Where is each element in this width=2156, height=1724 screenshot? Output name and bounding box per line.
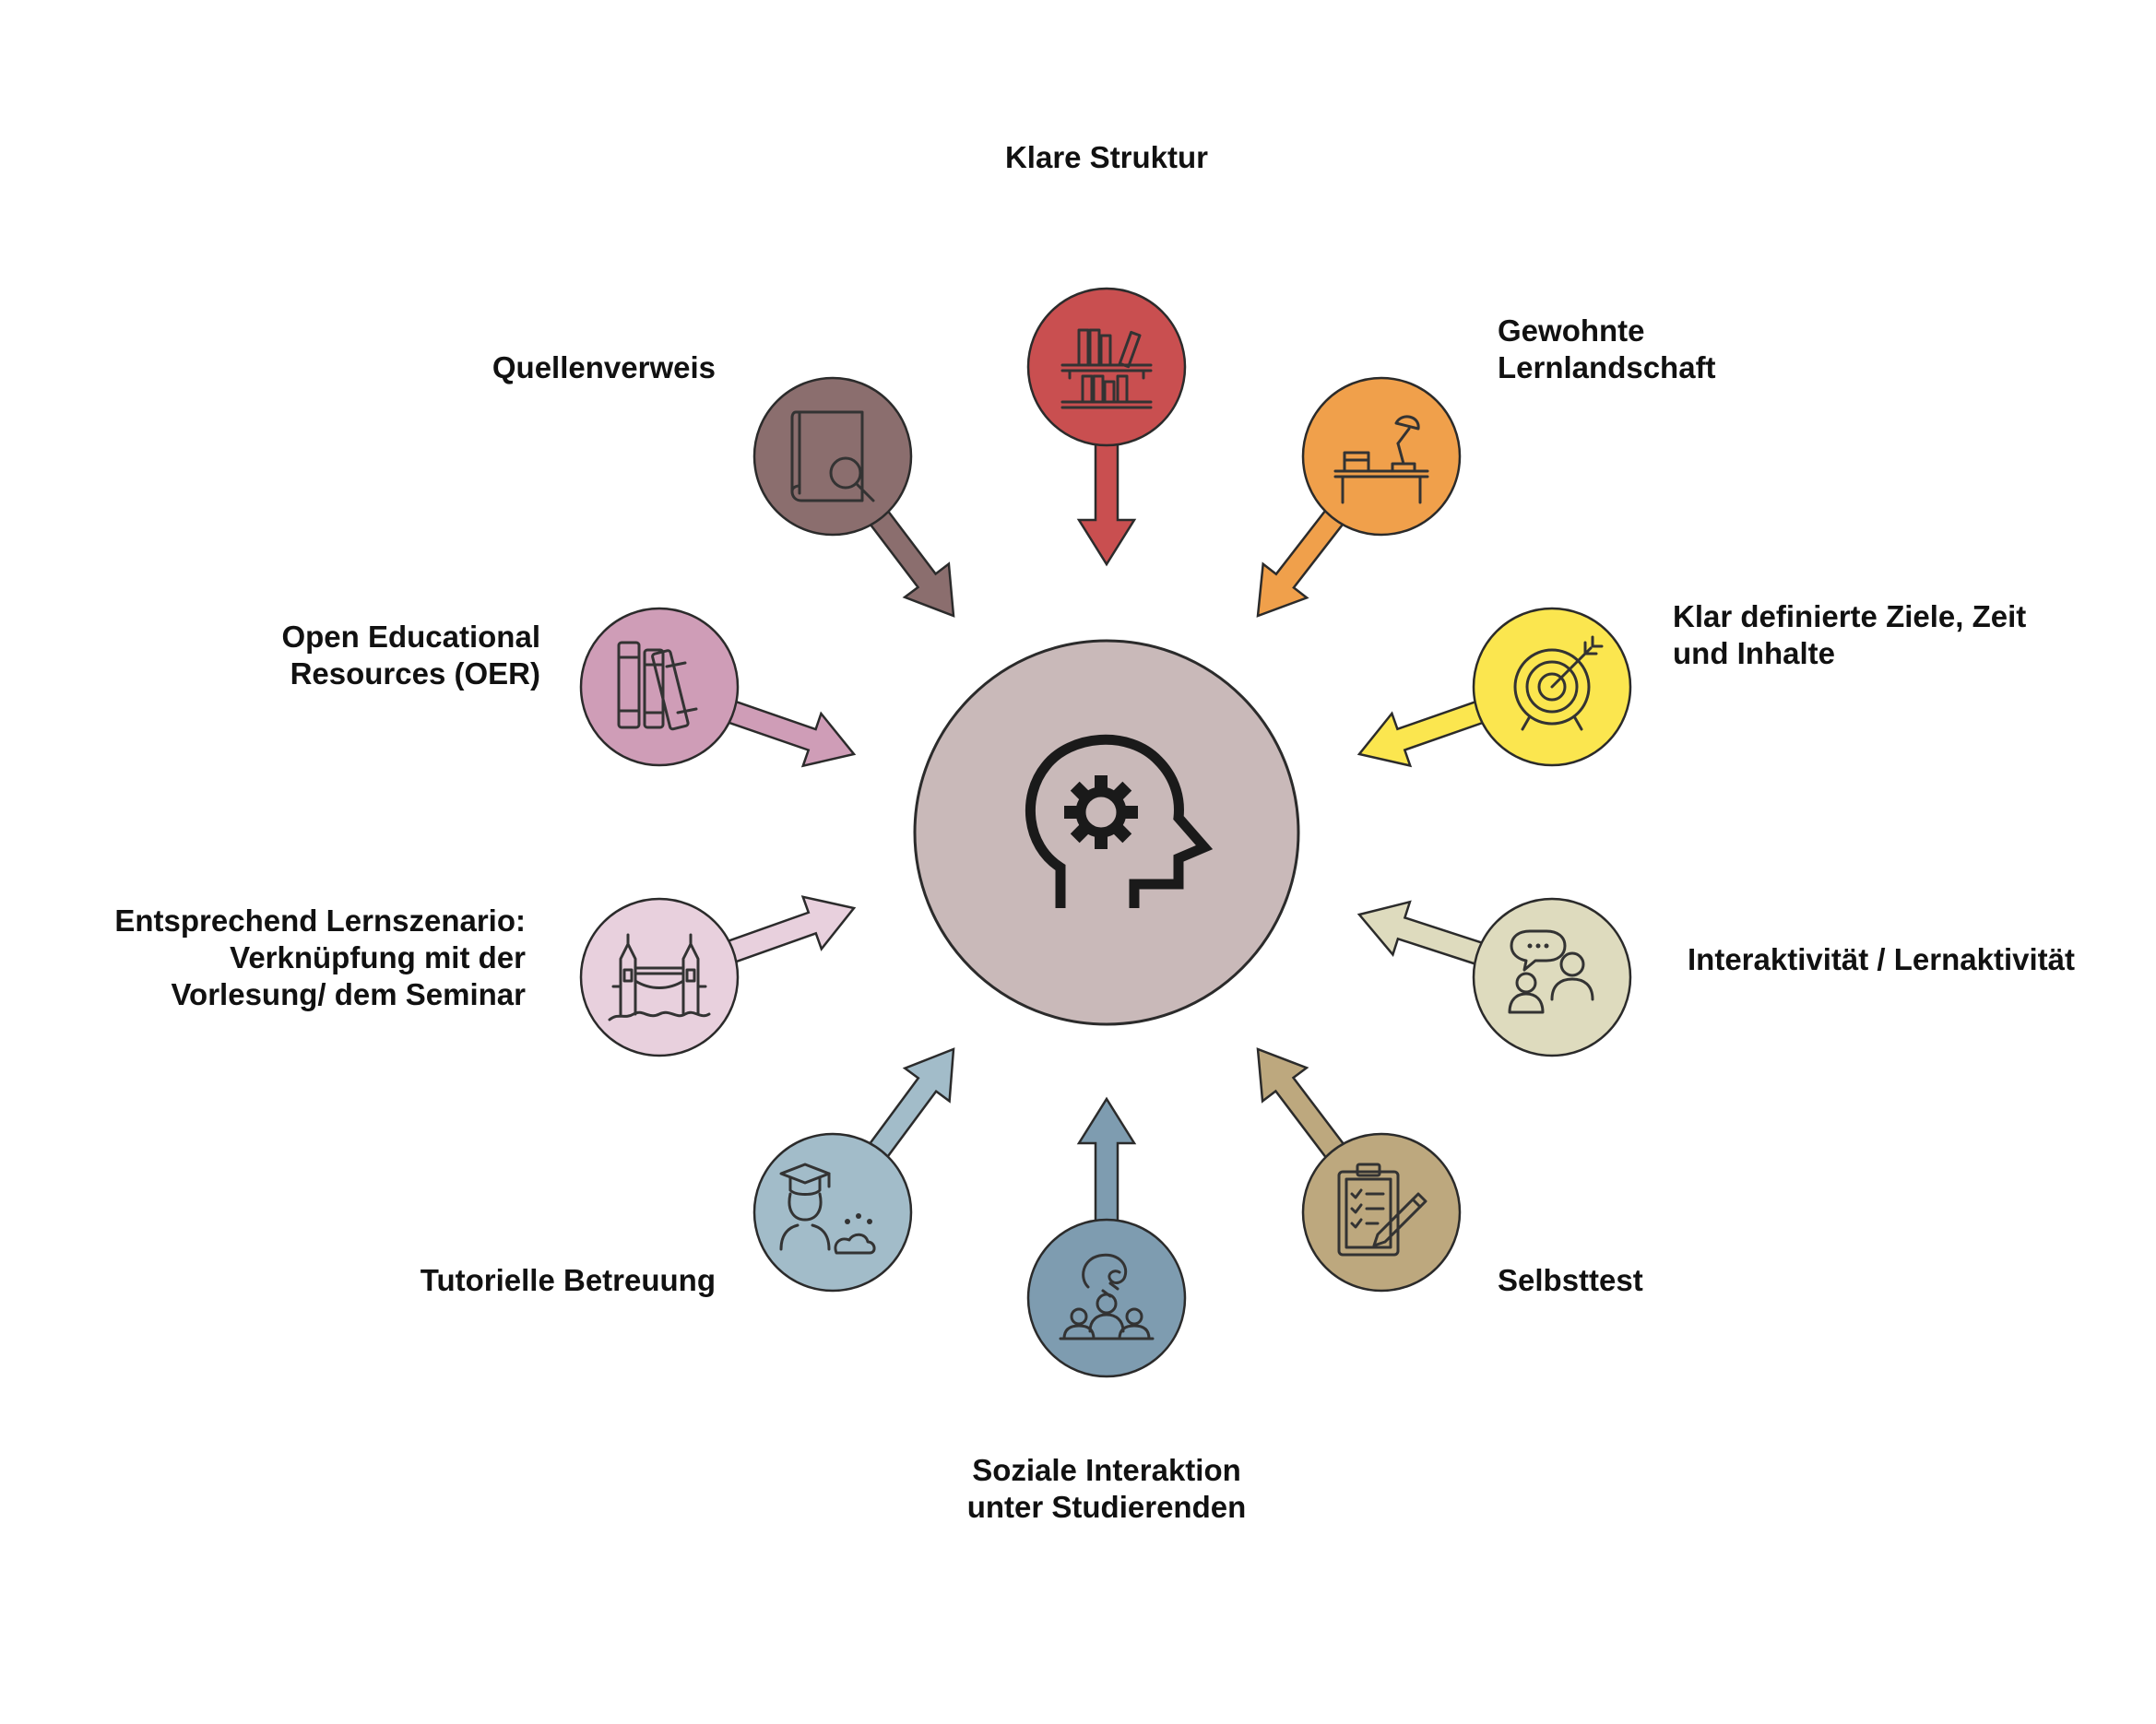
bubble-tutorielle-betreuung bbox=[752, 1132, 913, 1293]
arrows-layer bbox=[722, 438, 1488, 1227]
node-klare-struktur bbox=[1026, 287, 1187, 447]
label-quellenverweis: Quellenverweis bbox=[492, 350, 716, 384]
arrow-tutorielle-betreuung bbox=[865, 1047, 955, 1163]
bubble-klare-struktur bbox=[1026, 287, 1187, 447]
label-tutorielle-betreuung: Tutorielle Betreuung bbox=[421, 1263, 716, 1297]
bubble-selbsttest bbox=[1301, 1132, 1462, 1293]
label-line: Soziale Interaktion bbox=[972, 1453, 1241, 1487]
bubbles-layer bbox=[579, 287, 1632, 1378]
label-klare-struktur: Klare Struktur bbox=[1005, 140, 1208, 174]
label-line: Entsprechend Lernszenario: bbox=[114, 903, 526, 938]
arrow-gewohnte-lernlandschaft bbox=[1256, 505, 1347, 618]
arrow-klare-struktur bbox=[1076, 438, 1137, 567]
label-line: Interaktivität / Lernaktivität bbox=[1688, 942, 2075, 976]
node-soziale-interaktion bbox=[1026, 1218, 1187, 1378]
node-oer bbox=[579, 607, 740, 767]
node-gewohnte-lernlandschaft bbox=[1301, 376, 1462, 537]
arrow-lernszenario bbox=[722, 895, 857, 965]
label-interaktivitaet: Interaktivität / Lernaktivität bbox=[1688, 942, 2075, 976]
label-line: Klare Struktur bbox=[1005, 140, 1208, 174]
label-line: Lernlandschaft bbox=[1498, 350, 1716, 384]
bubble-interaktivitaet bbox=[1472, 897, 1632, 1057]
label-line: Verknüpfung mit der bbox=[230, 940, 526, 974]
label-line: und Inhalte bbox=[1673, 636, 1835, 670]
bubble-gewohnte-lernlandschaft bbox=[1301, 376, 1462, 537]
node-interaktivitaet bbox=[1472, 897, 1632, 1057]
label-line: Gewohnte bbox=[1498, 313, 1645, 348]
label-line: Resources (OER) bbox=[290, 656, 540, 691]
label-line: Selbsttest bbox=[1498, 1263, 1643, 1297]
node-selbsttest bbox=[1301, 1132, 1462, 1293]
arrow-soziale-interaktion bbox=[1076, 1096, 1137, 1227]
arrow-quellenverweis bbox=[866, 505, 955, 618]
bubble-lernszenario bbox=[579, 897, 740, 1057]
arrow-selbsttest bbox=[1256, 1047, 1348, 1163]
bubble-soziale-interaktion bbox=[1026, 1218, 1187, 1378]
node-tutorielle-betreuung bbox=[752, 1132, 913, 1293]
node-quellenverweis bbox=[752, 376, 913, 537]
node-klar-definierte-ziele bbox=[1472, 607, 1632, 767]
label-line: Klar definierte Ziele, Zeit bbox=[1673, 599, 2026, 633]
arrow-oer bbox=[723, 698, 857, 768]
label-line: unter Studierenden bbox=[967, 1490, 1247, 1524]
label-line: Tutorielle Betreuung bbox=[421, 1263, 716, 1297]
label-selbsttest: Selbsttest bbox=[1498, 1263, 1643, 1297]
node-lernszenario bbox=[579, 897, 740, 1057]
label-line: Vorlesung/ dem Seminar bbox=[172, 977, 527, 1011]
label-lernszenario: Entsprechend Lernszenario:Verknüpfung mi… bbox=[114, 903, 526, 1011]
arrow-interaktivitaet bbox=[1356, 900, 1488, 967]
bubble-quellenverweis bbox=[752, 376, 913, 537]
label-line: Open Educational bbox=[281, 620, 540, 654]
label-line: Quellenverweis bbox=[492, 350, 716, 384]
arrow-klar-definierte-ziele bbox=[1356, 699, 1488, 768]
center-node bbox=[913, 639, 1300, 1026]
